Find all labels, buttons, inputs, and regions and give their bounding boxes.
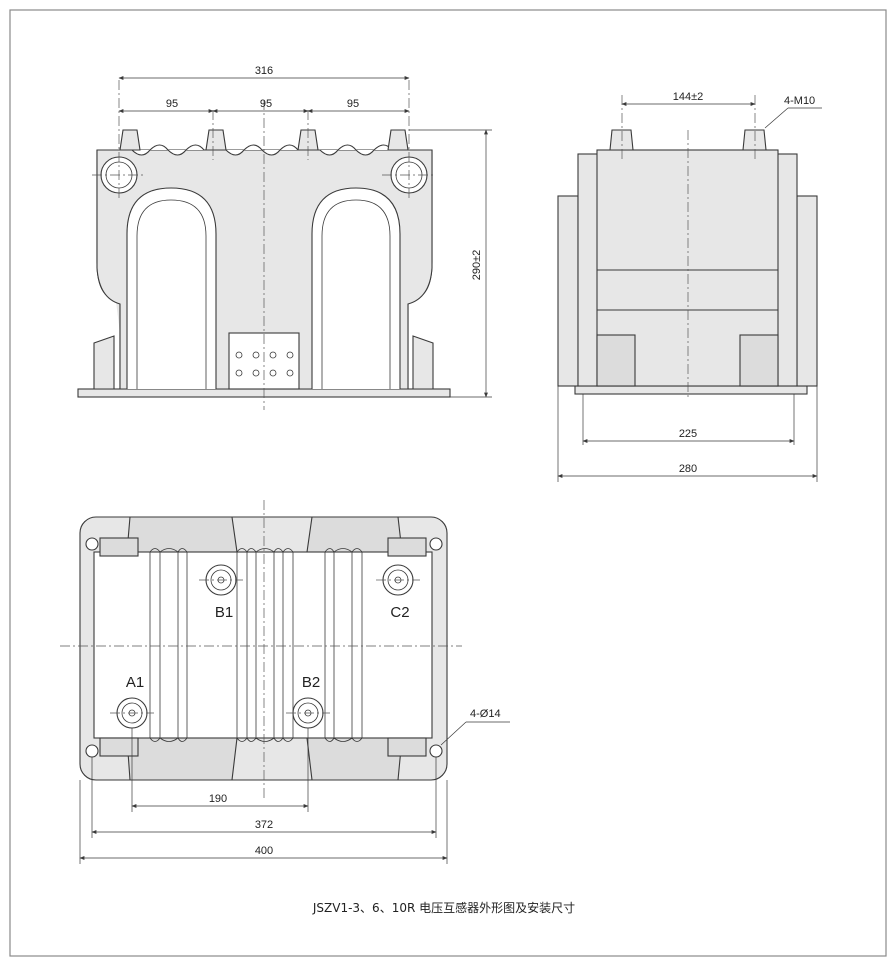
thread-callout: 4-M10 bbox=[784, 95, 815, 107]
top-lower-housing bbox=[126, 737, 238, 781]
label-c2: C2 bbox=[390, 604, 409, 621]
dim-terminal-spacing: 144±2 bbox=[673, 91, 704, 103]
label-b2: B2 bbox=[302, 674, 320, 691]
front-right-window bbox=[311, 187, 401, 389]
side-left-foot bbox=[596, 334, 636, 387]
front-terminal-3 bbox=[297, 129, 319, 151]
front-right-flange bbox=[412, 335, 434, 390]
dim-base-depth: 280 bbox=[679, 463, 697, 475]
front-view: 316 95 95 95 290±2 bbox=[77, 65, 492, 410]
side-terminal-right bbox=[742, 129, 767, 151]
label-a1: A1 bbox=[126, 674, 144, 691]
dim-mount-holes: 372 bbox=[255, 819, 273, 831]
drawing-caption: JSZV1-3、6、10R 电压互感器外形图及安装尺寸 bbox=[312, 900, 575, 915]
dim-pitch-2: 95 bbox=[260, 98, 272, 110]
dim-base-width: 400 bbox=[255, 845, 273, 857]
front-terminal-1 bbox=[119, 129, 141, 151]
front-corrugated-top bbox=[131, 144, 393, 156]
dim-pitch-1: 95 bbox=[166, 98, 178, 110]
side-right-flange bbox=[796, 195, 818, 387]
mount-hole-bl bbox=[85, 744, 99, 758]
side-base-plate bbox=[574, 385, 808, 395]
side-terminal-left bbox=[609, 129, 634, 151]
mount-hole-br bbox=[429, 744, 443, 758]
front-terminal-2 bbox=[205, 129, 227, 151]
side-left-flange bbox=[557, 195, 579, 387]
side-view: 144±2 4-M10 225 280 bbox=[557, 91, 822, 482]
hole-callout: 4-Ø14 bbox=[470, 708, 501, 720]
dim-height: 290±2 bbox=[471, 250, 483, 281]
label-b1: B1 bbox=[215, 604, 233, 621]
mount-hole-tl bbox=[85, 537, 99, 551]
dim-a1-b2: 190 bbox=[209, 793, 227, 805]
front-left-flange bbox=[93, 335, 115, 390]
dim-mount-spacing: 225 bbox=[679, 428, 697, 440]
drawing-frame bbox=[9, 9, 887, 957]
front-terminal-4 bbox=[387, 129, 409, 151]
top-view: B1 C2 A1 B2 4-Ø14 190 372 400 bbox=[60, 500, 510, 864]
top-corrugations bbox=[149, 552, 363, 738]
top-upper-housing bbox=[126, 516, 238, 553]
dim-overall-width: 316 bbox=[255, 65, 273, 77]
side-right-foot bbox=[739, 334, 779, 387]
mount-hole-tr bbox=[429, 537, 443, 551]
dim-pitch-3: 95 bbox=[347, 98, 359, 110]
front-left-window bbox=[126, 187, 217, 389]
